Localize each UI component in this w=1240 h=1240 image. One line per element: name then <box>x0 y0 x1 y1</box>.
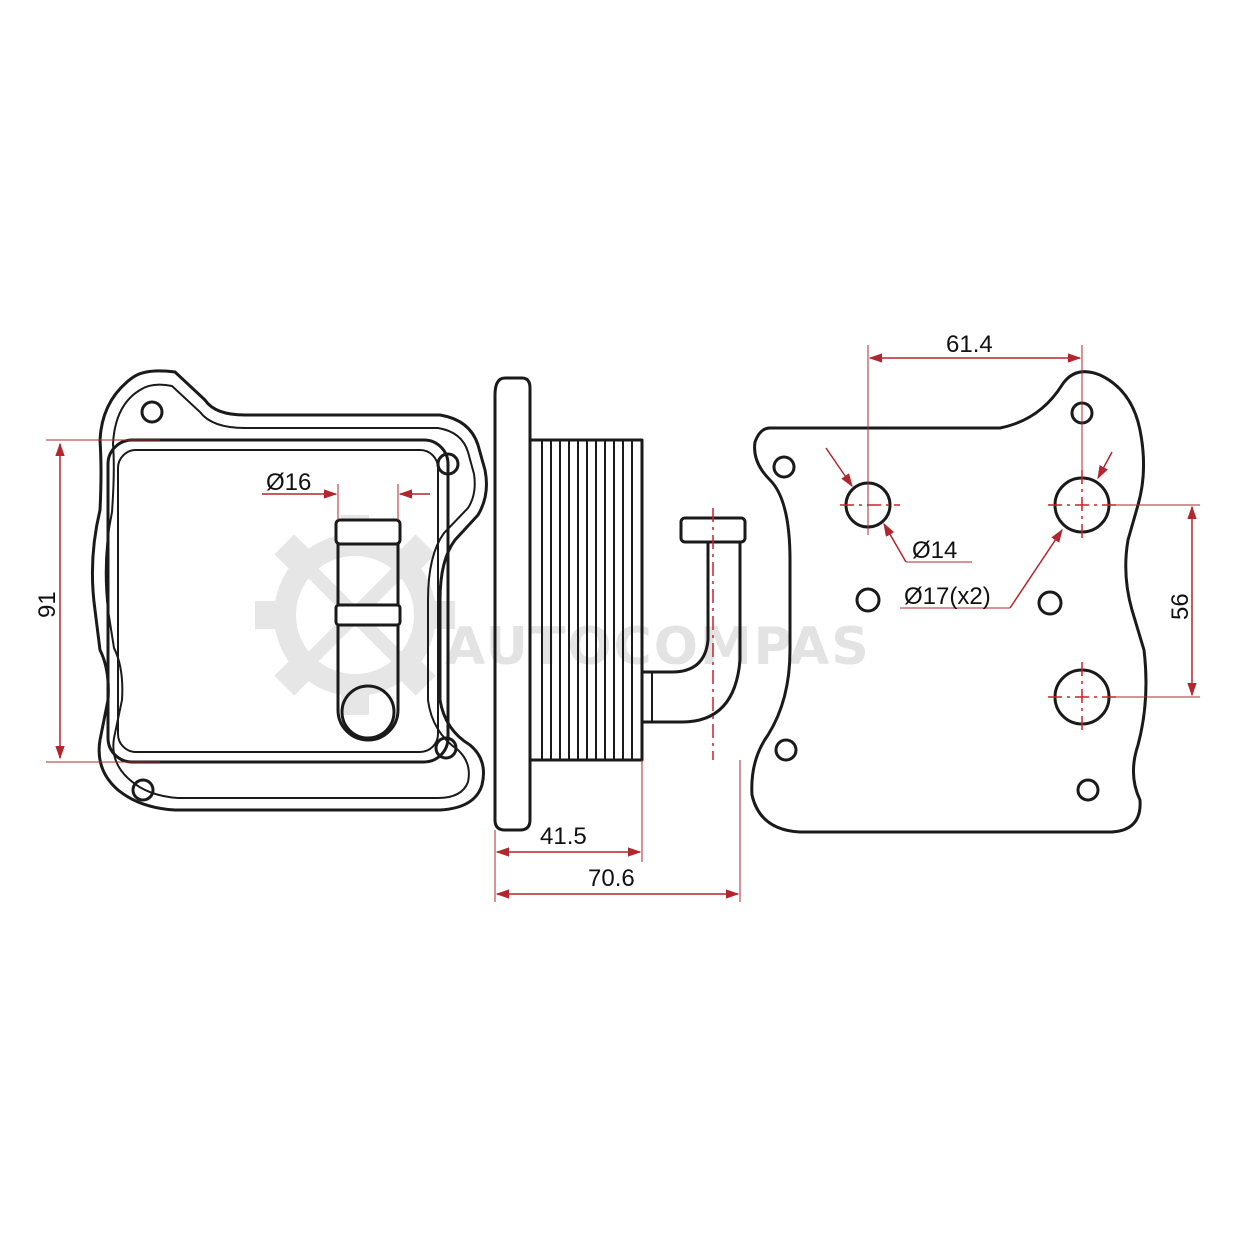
back-bolt-hole-bottom-right <box>1076 778 1100 802</box>
watermark-text: AUTOCOMPAS <box>445 617 871 677</box>
dim-core-depth: 41.5 <box>540 823 587 850</box>
dim-overall-depth: 70.6 <box>588 865 635 892</box>
back-bolt-hole-bottom-left <box>774 738 798 762</box>
side-flange <box>493 376 532 832</box>
back-plate-outline <box>750 370 1148 834</box>
side-core-fins <box>528 438 644 762</box>
dim-outlet-diameter: Ø16 <box>266 469 311 496</box>
front-outlet-tube <box>334 518 402 742</box>
front-bolt-hole-bottom-left <box>131 778 155 802</box>
side-view: 41.5 70.6 <box>493 376 747 902</box>
dim-large-port-diameter: Ø17(x2) <box>904 583 991 610</box>
front-bolt-hole-top-left <box>140 400 164 424</box>
dim-port-spacing-horizontal: 61.4 <box>946 331 993 358</box>
front-view: Ø16 91 <box>34 369 488 812</box>
front-bolt-hole-bottom-right <box>434 736 458 760</box>
back-bolt-hole-mid-left <box>855 587 881 613</box>
back-bolt-hole-mid-right <box>1037 590 1063 616</box>
front-bolt-hole-top-right <box>436 452 460 476</box>
dim-height: 91 <box>34 591 61 618</box>
back-bolt-hole-top-left <box>772 455 796 479</box>
dim-port-spacing-vertical: 56 <box>1167 593 1194 620</box>
back-view: 61.4 56 Ø14 Ø17(x2) <box>750 331 1200 834</box>
front-flange-outline <box>90 369 488 812</box>
dim-small-port-diameter: Ø14 <box>912 537 957 564</box>
front-core-plate-inner <box>117 449 439 753</box>
front-core-plate <box>106 438 450 764</box>
